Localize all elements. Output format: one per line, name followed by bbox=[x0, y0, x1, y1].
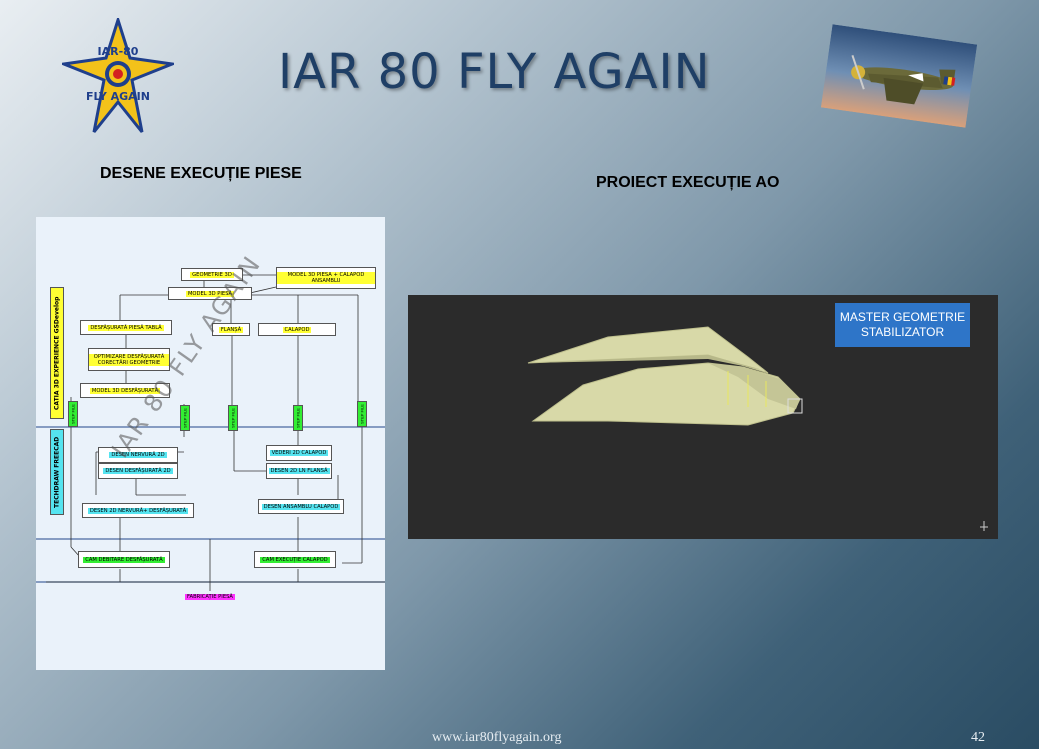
node-desen-desfasurata-2d: DESEN DESFĂȘURATĂ 2D bbox=[98, 463, 178, 479]
master-geometrie-label: MASTER GEOMETRIE STABILIZATOR bbox=[835, 303, 970, 347]
flowchart-diagram: CATIA 3D EXPERIENCE GSDevelop TECHDRAW F… bbox=[36, 217, 385, 670]
step-file-tag: STEP FILE bbox=[180, 405, 190, 431]
catia-band-label: CATIA 3D EXPERIENCE GSDevelop bbox=[50, 287, 64, 419]
logo-bottom-text: FLY AGAIN bbox=[86, 90, 150, 103]
flowchart-connectors bbox=[36, 274, 385, 591]
node-model-3d-piesa: MODEL 3D PIESĂ bbox=[168, 287, 252, 300]
node-flansa: FLANȘĂ bbox=[212, 323, 250, 336]
iar80-aircraft-image bbox=[820, 24, 978, 128]
step-file-tag: STEP FILE bbox=[228, 405, 238, 431]
node-cam-executie-calapod: CAM EXECUȚIE CALAPOD bbox=[254, 551, 336, 568]
website-link[interactable]: www.iar80flyagain.org bbox=[432, 730, 562, 745]
node-geometrie-3d: GEOMETRIE 3D bbox=[181, 268, 243, 281]
node-desen-ansamblu-calapod: DESEN ANSAMBLU CALAPOD bbox=[258, 499, 344, 514]
node-model-3d-desfasurata: MODEL 3D DESFĂȘURATĂ bbox=[80, 383, 170, 398]
right-heading: PROIECT EXECUȚIE AO bbox=[596, 174, 780, 191]
node-desen-2d-ln-flansa: DESEN 2D LN FLANSĂ bbox=[266, 463, 332, 479]
node-desen-2d-nervura-desfasurata: DESEN 2D NERVURĂ+ DESFĂȘURATĂ bbox=[82, 503, 194, 518]
node-desfasurata-piesa-tabla: DESFĂȘURATĂ PIESĂ TABLĂ bbox=[80, 320, 172, 335]
node-fabricatie-piesa: FABRICAȚIE PIESĂ bbox=[185, 594, 235, 600]
node-desen-nervura-2d: DESEN NERVURĂ 2D bbox=[98, 447, 178, 463]
left-heading: DESENE EXECUȚIE PIESE bbox=[100, 165, 302, 182]
step-file-tag: STEP FILE bbox=[357, 401, 367, 427]
node-calapod: CALAPOD bbox=[258, 323, 336, 336]
stabilizer-render: MASTER GEOMETRIE STABILIZATOR bbox=[408, 295, 998, 539]
step-file-tag: STEP FILE bbox=[293, 405, 303, 431]
node-vederi-2d-calapod: VEDERI 2D CALAPOD bbox=[266, 445, 332, 461]
node-model-3d-piesa-calapod: MODEL 3D PIESA + CALAPOD ANSAMBLU bbox=[276, 267, 376, 289]
node-cam-debitare-desfasurata: CAM DEBITARE DESFĂȘURATĂ bbox=[78, 551, 170, 568]
techdraw-band-label: TECHDRAW FREECAD bbox=[50, 429, 64, 515]
stabilizer-3d-model bbox=[527, 326, 988, 531]
page-number: 42 bbox=[971, 730, 985, 745]
step-file-tag: STEP FILE bbox=[68, 401, 78, 427]
node-optimizare: OPTIMIZARE DESFĂȘURATĂ CORECTĂRI GEOMETR… bbox=[88, 348, 170, 371]
logo-top-text: IAR-80 bbox=[98, 45, 139, 58]
iar80-star-logo-icon: IAR-80 FLY AGAIN bbox=[58, 15, 178, 134]
slide-title: IAR 80 FLY AGAIN bbox=[278, 44, 711, 100]
